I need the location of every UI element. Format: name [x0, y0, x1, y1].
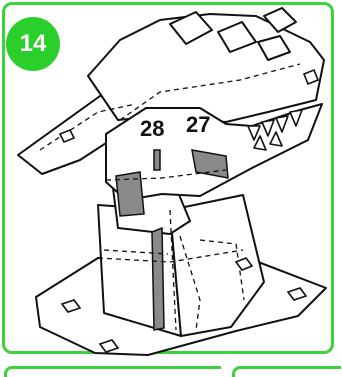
shade-slot: [154, 150, 160, 170]
part-label-27: 27: [186, 112, 210, 138]
shade-pedestal: [152, 228, 164, 330]
part-label-28: 28: [140, 116, 164, 142]
shade-neck: [116, 172, 144, 216]
next-panel-edge: [0, 362, 342, 372]
